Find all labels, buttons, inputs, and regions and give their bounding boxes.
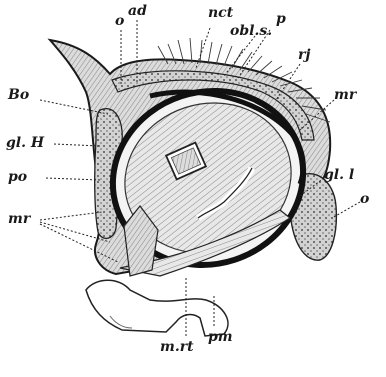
label-gl-h: gl. H bbox=[6, 136, 44, 150]
label-rj: rj bbox=[298, 48, 310, 62]
jaw-bone-shape bbox=[86, 280, 228, 336]
label-m-rt: m.rt bbox=[160, 340, 194, 354]
label-obl-s: obl.s. bbox=[230, 24, 272, 38]
label-mr-right: mr bbox=[334, 88, 356, 102]
label-pm: pm bbox=[208, 330, 233, 344]
label-po: po bbox=[8, 170, 27, 184]
label-o-right: o bbox=[360, 192, 369, 206]
label-ad: ad bbox=[128, 4, 147, 18]
label-bo: Bo bbox=[8, 88, 29, 102]
label-o-top: o bbox=[115, 14, 124, 28]
label-mr-left: mr bbox=[8, 212, 30, 226]
label-gl-l: gl. l bbox=[324, 168, 354, 182]
label-p: p bbox=[276, 12, 286, 26]
label-nct: nct bbox=[208, 6, 233, 20]
